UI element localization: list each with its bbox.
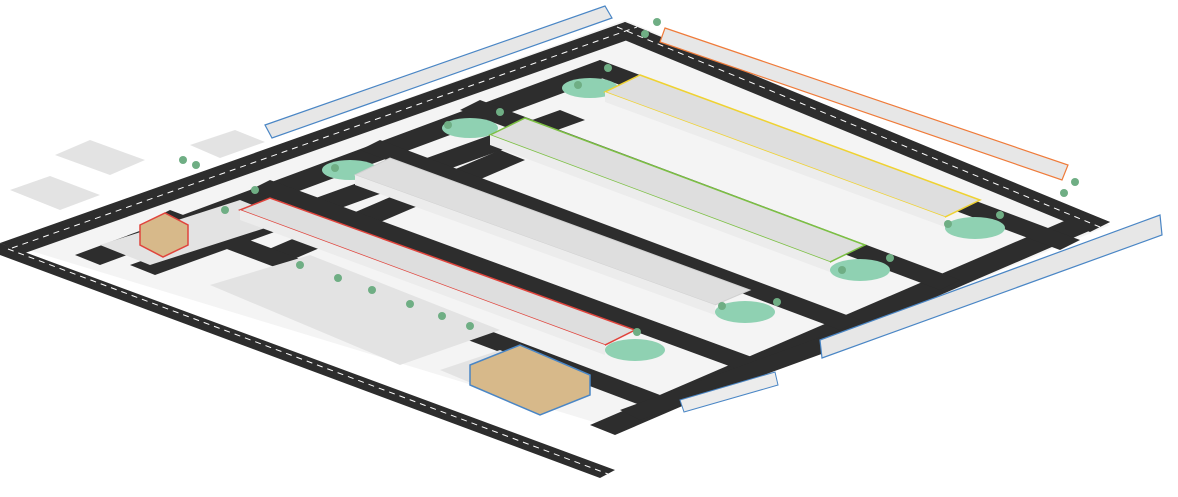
office-blue-south — [469, 344, 591, 416]
strip-blue-east — [819, 214, 1163, 359]
sheds-southeast — [679, 371, 779, 413]
road-markings — [7, 26, 1101, 475]
buildings-west — [10, 130, 265, 210]
warehouse-yellow — [603, 74, 982, 227]
office-red — [139, 212, 189, 258]
trees — [179, 18, 1079, 336]
strip-blue-north — [264, 5, 613, 139]
strip-orange-northeast — [659, 27, 1069, 181]
warehouse-green — [488, 117, 867, 272]
warehouse-2 — [353, 157, 752, 315]
